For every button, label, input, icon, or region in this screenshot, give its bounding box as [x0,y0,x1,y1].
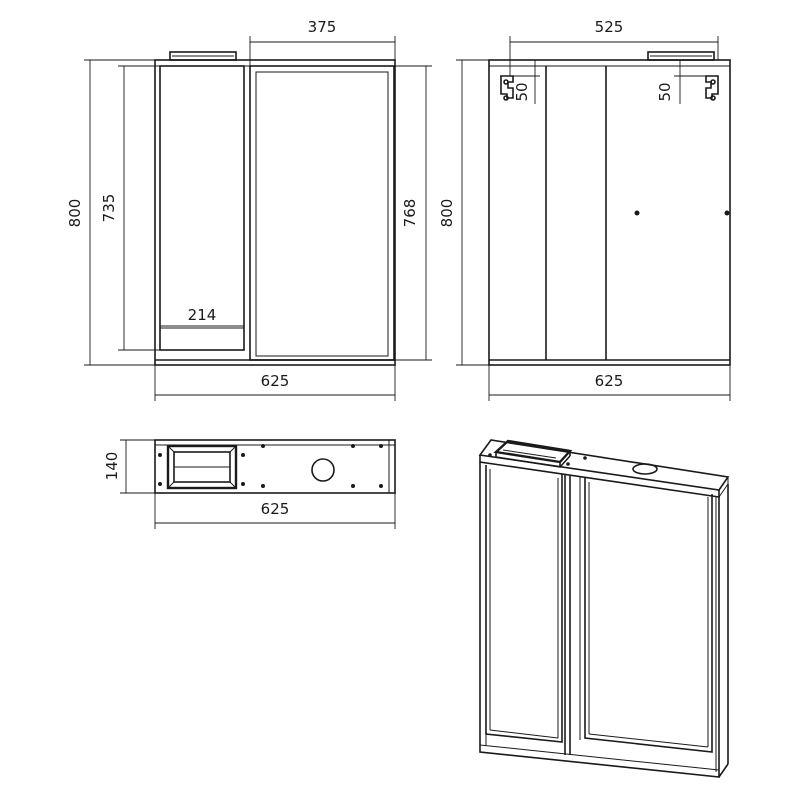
iso-body-outline [479,462,720,778]
dim-back-offset-right: 50 [656,82,674,101]
iso-cable-hole [632,463,658,475]
iso-shelf-compartment [485,465,563,743]
dim-front-height-door: 768 [401,199,419,228]
dim-back-offset-left: 50 [513,82,531,101]
front-view: 375 800 735 768 214 625 [66,18,432,401]
top-outline [154,439,396,494]
iso-top-slab [478,439,730,491]
dim-front-door-width: 375 [308,18,337,36]
back-outer-frame [488,59,731,366]
back-hanger-left [500,75,514,101]
front-open-shelf [159,65,245,351]
dim-front-shelf-width: 214 [188,306,217,324]
dim-back-mount-width: 525 [595,18,624,36]
dim-back-width-overall: 625 [595,372,624,390]
isometric-view [478,439,730,778]
iso-mirror-door [584,478,713,753]
top-cable-hole [311,458,335,482]
back-view: 525 50 50 800 625 [438,18,731,401]
back-hanger-right [705,75,719,101]
front-mirror-door [249,65,395,361]
dim-front-width-overall: 625 [261,372,290,390]
top-view: 140 625 [103,439,396,529]
front-light-fixture [169,51,237,61]
back-light-fixture [647,51,715,61]
dim-back-height-overall: 800 [438,199,456,228]
top-light-fixture [166,444,238,490]
dim-top-width-overall: 625 [261,500,290,518]
dim-top-depth: 140 [103,452,121,481]
front-mirror-inner [255,71,389,357]
dim-front-height-inner: 735 [100,194,118,223]
dim-front-height-overall: 800 [66,199,84,228]
